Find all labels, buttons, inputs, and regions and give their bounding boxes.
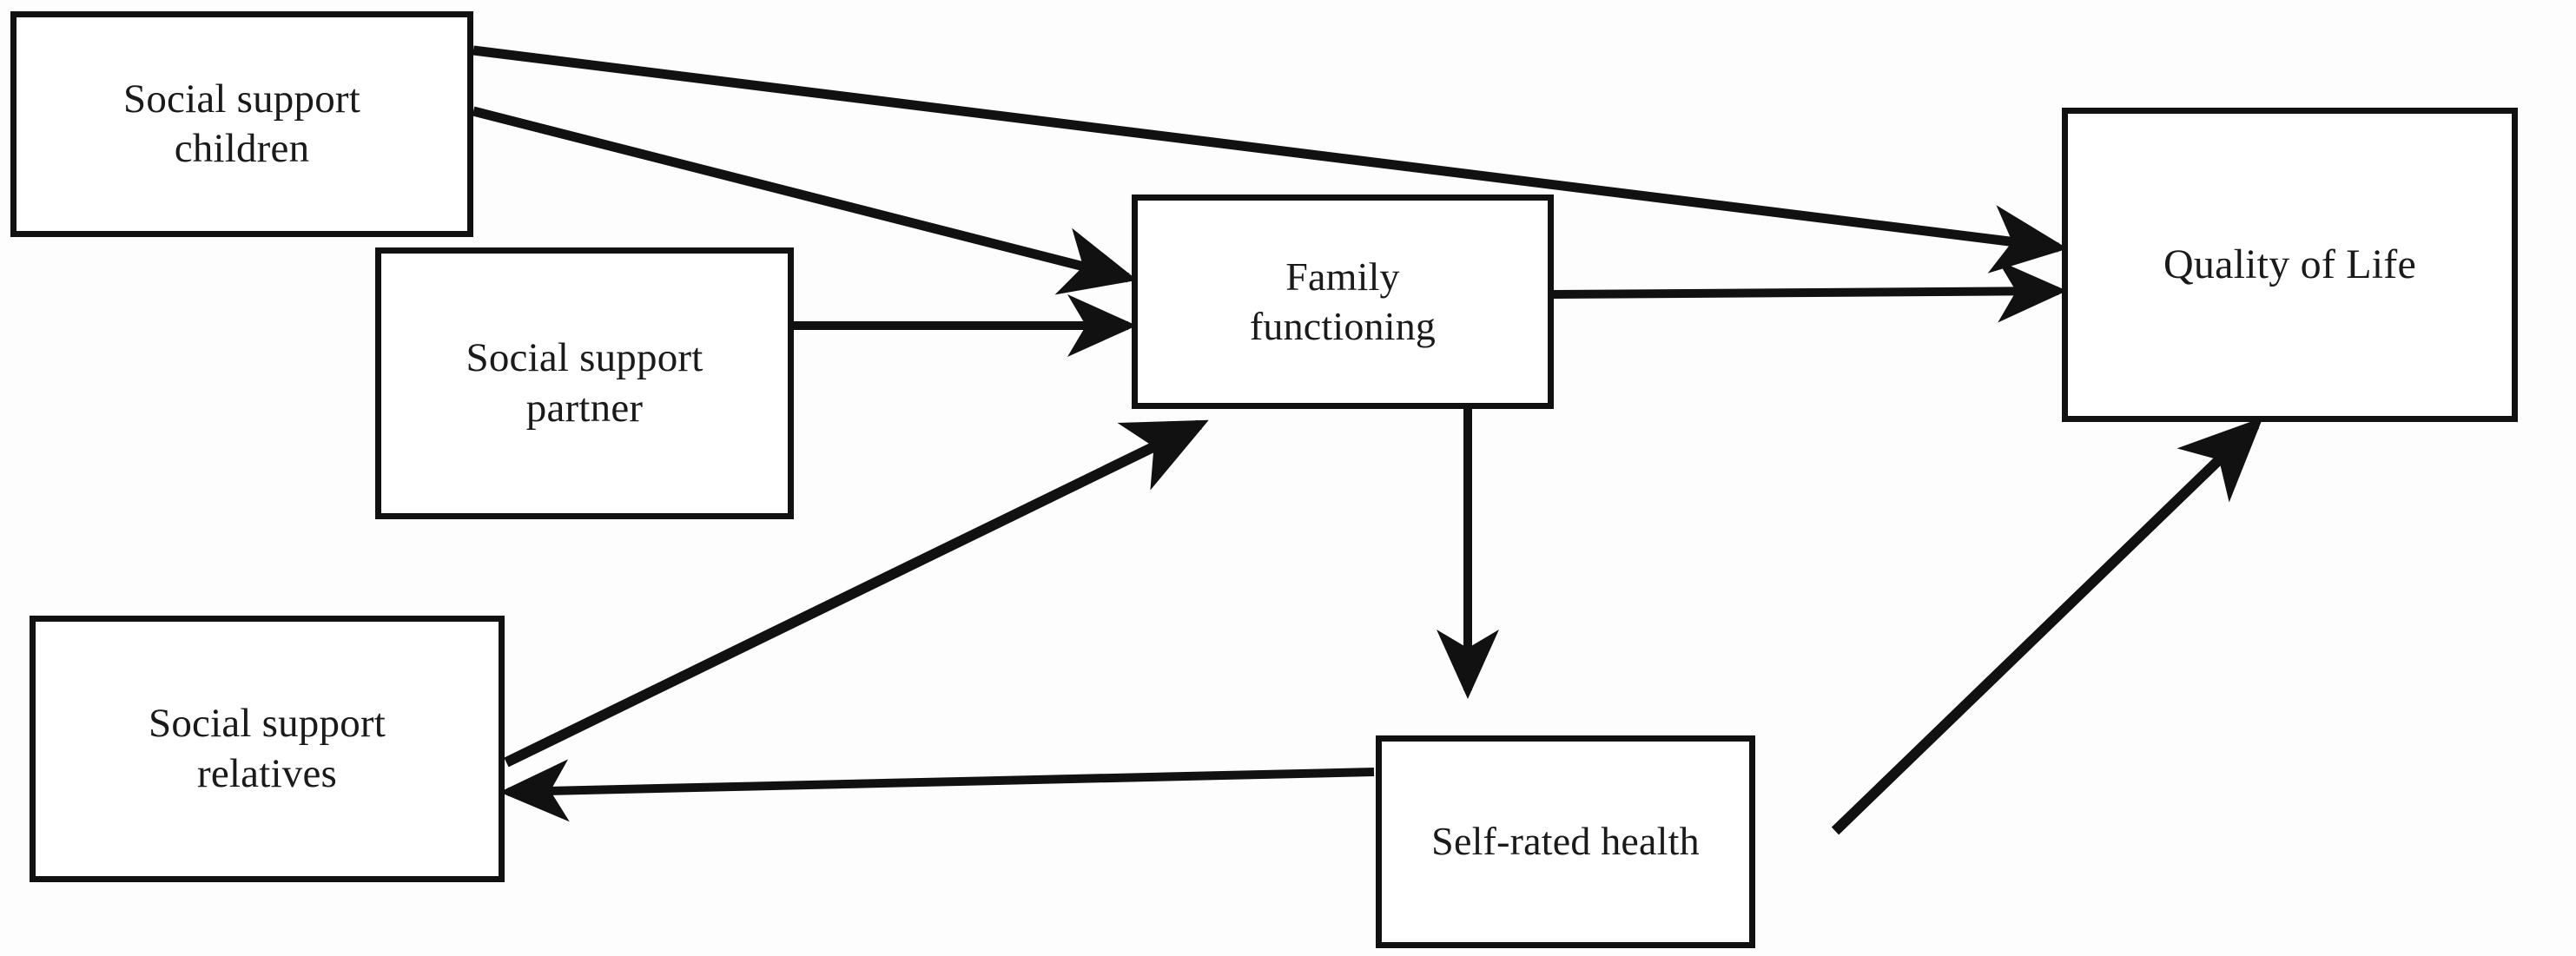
edge-srh-to-qol <box>1831 417 2263 835</box>
node-quality-of-life[interactable]: Quality of Life <box>2062 108 2518 422</box>
node-social-support-children[interactable]: Social support children <box>10 11 473 237</box>
node-label-social-support-partner: Social support partner <box>466 335 703 431</box>
node-label-family-functioning: Family functioning <box>1249 254 1437 348</box>
node-self-rated-health[interactable]: Self-rated health <box>1376 735 1755 948</box>
edge-srh-to-relatives <box>499 759 1375 822</box>
node-social-support-relatives[interactable]: Social support relatives <box>30 616 505 882</box>
node-family-functioning[interactable]: Family functioning <box>1132 194 1554 409</box>
node-label-quality-of-life: Quality of Life <box>2163 241 2416 287</box>
edge-family-to-qol <box>1553 260 2067 323</box>
node-label-social-support-relatives: Social support relatives <box>148 701 386 796</box>
node-label-self-rated-health: Self-rated health <box>1431 819 1700 864</box>
node-label-social-support-children: Social support children <box>122 76 361 171</box>
node-social-support-partner[interactable]: Social support partner <box>375 247 794 519</box>
